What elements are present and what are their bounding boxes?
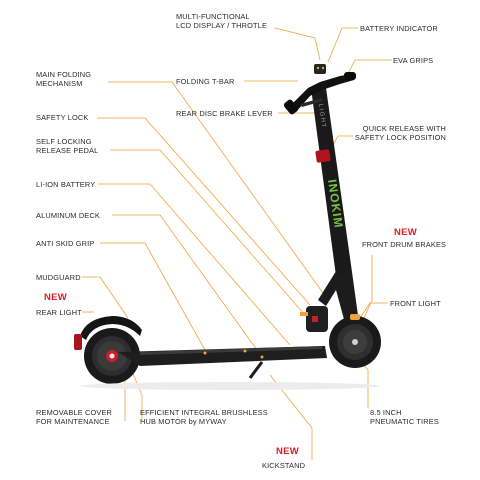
label-folding-mechanism: MAIN FOLDING MECHANISM <box>36 70 92 88</box>
label-lcd-display: MULTI-FUNCTIONAL LCD DISPLAY / THROTLE <box>176 12 268 30</box>
label-eva-grips: EVA GRIPS <box>393 56 434 65</box>
label-removable-cover: REMOVABLE COVER FOR MAINTENANCE <box>36 408 113 426</box>
display-shape <box>314 64 326 74</box>
front-wheel <box>329 316 381 368</box>
leader-folding-mechanism <box>108 81 329 301</box>
front-light-shape <box>350 314 360 320</box>
label-front-drum-brakes: FRONT DRUM BRAKES <box>362 240 447 249</box>
stem-shape <box>311 88 352 276</box>
label-battery-indicator: BATTERY INDICATOR <box>360 24 438 33</box>
kickstand-shape <box>248 361 264 379</box>
mudguard-shape <box>80 316 142 340</box>
new-badge-rear-light: NEW <box>44 292 68 303</box>
leader-safety-lock <box>97 117 311 306</box>
brand-text: INOKIM <box>325 178 346 229</box>
leader-battery <box>98 183 291 346</box>
leader-mudguard <box>82 276 129 319</box>
label-mudguard: MUDGUARD <box>36 273 81 282</box>
label-rear-light: REAR LIGHT <box>36 308 82 317</box>
leader-battery-indicator <box>327 27 358 63</box>
label-quick-release: QUICK RELEASE WITH SAFETY LOCK POSITION <box>354 124 446 142</box>
label-hub-motor: EFFICIENT INTEGRAL BRUSHLESS HUB MOTOR b… <box>140 408 268 426</box>
label-battery: LI-ION BATTERY <box>36 180 96 189</box>
label-tires: 8.5 INCH PNEUMATIC TIRES <box>370 408 439 426</box>
leader-front-drum <box>363 255 373 319</box>
leader-anti-skid <box>100 242 206 351</box>
leader-release-pedal <box>110 149 321 333</box>
handlebar-shape <box>290 74 354 112</box>
rear-wheel <box>84 328 140 384</box>
new-badge-front-drum: NEW <box>394 227 418 238</box>
leader-kickstand <box>269 374 313 460</box>
rear-light-shape <box>74 334 82 350</box>
label-anti-skid-grip: ANTI SKID GRIP <box>36 239 95 248</box>
new-badge-kickstand: NEW <box>276 446 300 457</box>
label-safety-lock: SAFETY LOCK <box>36 113 89 122</box>
deck-shape <box>118 346 327 366</box>
eva-grip-shape <box>283 99 299 115</box>
label-aluminum-deck: ALUMINUM DECK <box>36 211 100 220</box>
label-kickstand: KICKSTAND <box>262 461 306 470</box>
label-folding-tbar: FOLDING T-BAR <box>176 77 235 86</box>
leader-lcd <box>274 27 321 61</box>
label-rear-disc-brake: REAR DISC BRAKE LEVER <box>176 109 273 118</box>
label-release-pedal: SELF LOCKING RELEASE PEDAL <box>36 137 99 155</box>
brake-lever-shape <box>300 98 323 107</box>
leader-front-light <box>359 302 388 319</box>
model-text: LIGHT <box>317 103 326 129</box>
label-front-light: FRONT LIGHT <box>390 299 441 308</box>
leader-deck <box>112 214 263 358</box>
